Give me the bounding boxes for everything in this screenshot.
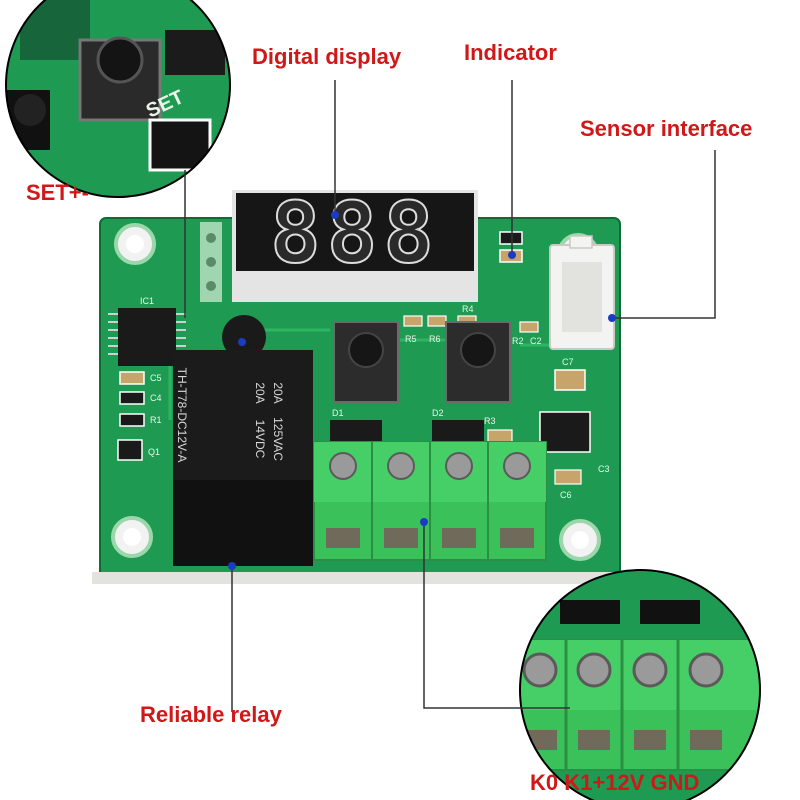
relay-rating-2: 20A xyxy=(253,382,267,403)
mounting-hole xyxy=(114,223,156,265)
leader-dots xyxy=(228,211,616,570)
buzzer xyxy=(222,315,266,359)
label-digital-display: Digital display xyxy=(252,44,402,69)
silk-r6: R6 xyxy=(429,334,441,344)
smd-components-middle: R5 R6 R4 R2 C2 C7 D1 D2 R3 C3 C6 xyxy=(330,304,610,500)
relay-model: TH-T78-DC12V-A xyxy=(175,368,189,463)
silk-r3: R3 xyxy=(484,416,496,426)
silk-c3: C3 xyxy=(598,464,610,474)
sensor-connector xyxy=(549,235,615,350)
silk-c2: C2 xyxy=(530,336,542,346)
silk-r2: R2 xyxy=(512,336,524,346)
relay-rating-3: 125VAC xyxy=(271,417,285,461)
silk-q1: Q1 xyxy=(148,447,160,457)
indicator-led xyxy=(499,231,523,263)
mounting-hole xyxy=(559,519,601,561)
label-set-buttons: SET+- xyxy=(26,180,89,205)
relay: 20A 125VAC 20A 14VDC TH-T78-DC12V-A xyxy=(173,350,313,566)
seven-segment-display: 888 xyxy=(232,183,478,302)
terminal-block xyxy=(313,441,547,561)
silk-ic1: IC1 xyxy=(140,296,154,306)
silk-c4: C4 xyxy=(150,393,162,403)
label-terminals: K0 K1+12V GND xyxy=(530,770,700,795)
display-digits: 888 xyxy=(270,184,440,282)
push-button-right xyxy=(445,321,511,403)
silk-c6: C6 xyxy=(560,490,572,500)
smd-components-left: C5 C4 R1 Q1 xyxy=(117,371,162,461)
relay-rating-4: 14VDC xyxy=(253,420,267,459)
silk-r1: R1 xyxy=(150,415,162,425)
label-sensor-interface: Sensor interface xyxy=(580,116,753,141)
push-button-left xyxy=(333,321,399,403)
silk-d1: D1 xyxy=(332,408,344,418)
silk-r5: R5 xyxy=(405,334,417,344)
silk-d2: D2 xyxy=(432,408,444,418)
mounting-hole xyxy=(111,516,153,558)
leader-sensor xyxy=(612,150,716,319)
label-indicator: Indicator xyxy=(464,40,557,65)
ic-chip: IC1 xyxy=(108,296,186,366)
relay-rating-1: 20A xyxy=(271,382,285,403)
inset-terminals xyxy=(519,569,761,800)
silk-r4: R4 xyxy=(462,304,474,314)
silk-c7: C7 xyxy=(562,357,574,367)
leader-lines xyxy=(184,80,716,712)
label-reliable-relay: Reliable relay xyxy=(140,702,282,727)
inset-set-buttons: SET xyxy=(5,0,231,198)
leader-terminals xyxy=(423,522,570,709)
silk-c5: C5 xyxy=(150,373,162,383)
